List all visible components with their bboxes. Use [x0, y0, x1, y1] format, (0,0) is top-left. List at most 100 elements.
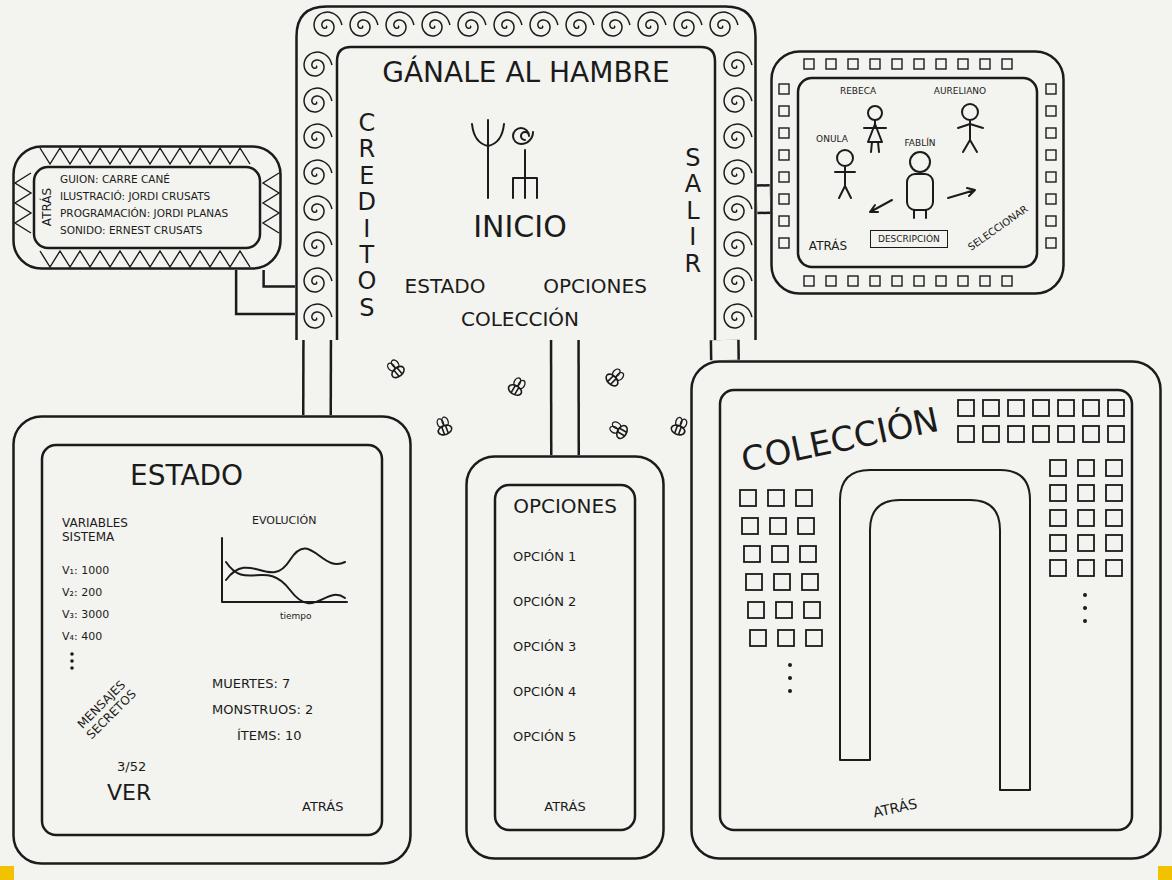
band-outer: [14, 417, 411, 864]
character-name: ONULA: [816, 134, 848, 144]
collection-slot: [1033, 400, 1049, 416]
character-name: FABLÍN: [904, 138, 935, 148]
collection-slot: [983, 426, 999, 442]
collection-slot: [958, 400, 974, 416]
back-button: ATRÁS: [809, 240, 847, 254]
band-outer: [692, 362, 1161, 859]
collection-slot: [1050, 560, 1066, 576]
collection-slot: [768, 490, 784, 506]
collection-slot: [958, 426, 974, 442]
band-pattern: [1046, 216, 1056, 226]
band-pattern: [530, 12, 558, 36]
band-inner: [42, 445, 382, 835]
band-pattern: [40, 148, 250, 164]
band-pattern: [724, 160, 752, 184]
band-connector: [564, 340, 565, 455]
back-button: ATRÁS: [544, 800, 585, 815]
status-panel: ESTADOVARIABLES SISTEMAV₁: 1000V₂: 200V₃…: [12, 415, 412, 865]
band-pattern: [1046, 150, 1056, 160]
menu-item: CREDITOS: [357, 110, 377, 321]
collection-slot: [800, 546, 816, 562]
back-button: ATRÁS: [41, 188, 55, 226]
collection-slot: [1078, 485, 1094, 501]
band-pattern: [674, 12, 702, 36]
band-fill: [552, 340, 577, 455]
band-pattern: [958, 59, 968, 69]
band-pattern: [804, 276, 814, 286]
option-item: OPCIÓN 1: [513, 550, 576, 565]
collection-slot: [772, 546, 788, 562]
band-pattern: [602, 12, 630, 36]
collection-slot: [770, 518, 786, 534]
character-figure: [868, 106, 882, 120]
character-figure: [835, 166, 855, 198]
option-item: OPCIÓN 2: [513, 595, 576, 610]
band-pattern: [779, 216, 789, 226]
band-pattern: [848, 276, 858, 286]
option-item: OPCIÓN 4: [513, 685, 576, 700]
tape: [1158, 866, 1172, 880]
stat-value: MUERTES: 7: [212, 677, 290, 692]
band-pattern: [422, 12, 450, 36]
band-pattern: [779, 128, 789, 138]
band-inner: [720, 390, 1132, 830]
band-pattern: [304, 196, 332, 220]
collection-slot: [1106, 535, 1122, 551]
screen-title: COLECCIÓN: [738, 400, 942, 480]
collection-slot: [1050, 510, 1066, 526]
character-name: AURELIANO: [934, 86, 986, 96]
menu-item: COLECCIÓN: [461, 308, 579, 331]
collection-slot: [1008, 426, 1024, 442]
band-pattern: [40, 251, 250, 267]
collection-slot: [1050, 535, 1066, 551]
band-pattern: [566, 12, 594, 36]
character-figure: [910, 152, 930, 172]
collection-slot: [796, 490, 812, 506]
band-fill: [757, 186, 770, 211]
collection-slot: [1050, 485, 1066, 501]
variable-value: V₂: 200: [62, 587, 102, 600]
screen-title: INICIO: [473, 210, 567, 245]
collection-slot: [1083, 426, 1099, 442]
button-box: DESCRIPCIÓN: [870, 230, 948, 248]
section-label: VARIABLES SISTEMA: [62, 517, 147, 545]
band-pattern: [304, 88, 332, 112]
screen-title: ESTADO: [130, 460, 243, 492]
band-pattern: [15, 173, 31, 233]
band-pattern: [958, 276, 968, 286]
variable-value: V₁: 1000: [62, 565, 109, 578]
band-outer: [467, 457, 664, 859]
logo-glyph: [513, 128, 537, 198]
band-pattern: [804, 59, 814, 69]
axis-label: tiempo: [280, 611, 312, 621]
collection-slot: [1008, 400, 1024, 416]
band-pattern: [1002, 59, 1012, 69]
band-pattern: [638, 12, 666, 36]
bee-doodle: [604, 366, 626, 388]
band-pattern: [710, 12, 738, 36]
band-pattern: [314, 12, 342, 36]
bee-doodle: [670, 416, 689, 437]
view-button: VER: [107, 780, 151, 805]
band-pattern: [304, 52, 332, 76]
screen-title: OPCIONES: [513, 495, 617, 518]
ellipsis-dot: [788, 676, 792, 680]
panel-band: [770, 50, 1065, 295]
band-pattern: [304, 124, 332, 148]
band-pattern: [1046, 84, 1056, 94]
band-pattern: [304, 268, 332, 292]
collection-slot: [1083, 400, 1099, 416]
band-outline: [250, 270, 295, 300]
ellipsis-dot: [1083, 619, 1087, 623]
band-pattern: [1046, 106, 1056, 116]
collection-slot: [1106, 460, 1122, 476]
collection-slot: [983, 400, 999, 416]
band-connector: [317, 340, 318, 415]
select-button: SELECCIONAR: [966, 203, 1030, 253]
collection-slot: [744, 546, 760, 562]
band-pattern: [724, 232, 752, 256]
band-pattern: [458, 12, 486, 36]
collection-slot: [746, 574, 762, 590]
band-pattern: [779, 106, 789, 116]
